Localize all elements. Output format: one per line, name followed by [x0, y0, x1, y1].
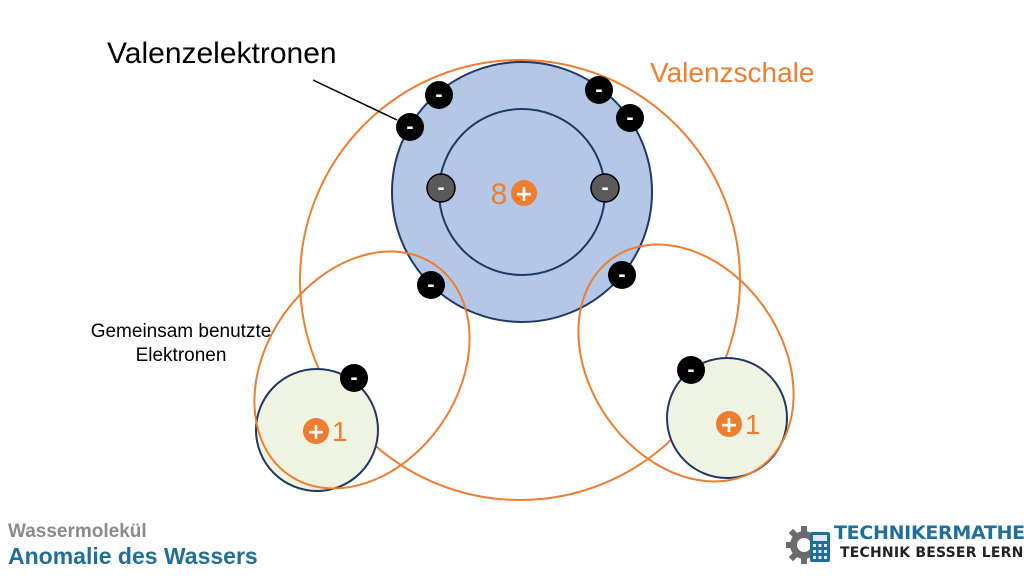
shared-electron: -: [340, 364, 368, 392]
svg-text:+: +: [720, 413, 738, 438]
page-title: Anomalie des Wassers: [8, 543, 258, 569]
valence-electrons-label: Valenzelektronen: [107, 37, 337, 70]
svg-text:-: -: [427, 275, 434, 296]
shared-electron: -: [677, 356, 705, 384]
oxygen-nucleus-number: 8: [491, 178, 508, 211]
electron: -: [425, 81, 453, 109]
valence-shell-label: Valenzschale: [650, 57, 814, 88]
hydrogen-left-number: 1: [332, 416, 348, 447]
svg-text:-: -: [595, 80, 602, 101]
hydrogen-right-number: 1: [745, 409, 761, 440]
svg-text:-: -: [626, 108, 633, 129]
shared-electrons-label-line1: Gemeinsam benutzte: [91, 321, 272, 342]
proton-plus-icon: +: [716, 411, 742, 438]
footer-title-block: Wassermolekül Anomalie des Wassers: [8, 522, 258, 570]
bond-ellipse-right: [577, 243, 795, 483]
svg-text:-: -: [601, 178, 608, 199]
svg-text:-: -: [437, 178, 444, 199]
svg-text:-: -: [687, 360, 694, 381]
proton-plus-icon: +: [511, 180, 537, 207]
brand-name: TECHNIKERMATHE.DE: [834, 522, 1024, 544]
svg-text:+: +: [515, 182, 533, 207]
bond-ellipse-left: [253, 250, 471, 490]
svg-text:-: -: [406, 117, 413, 138]
proton-plus-icon: +: [303, 418, 329, 445]
inner-electron: -: [590, 173, 620, 203]
shared-electrons-label-line2: Elektronen: [136, 345, 227, 366]
svg-text:+: +: [307, 420, 325, 445]
brand-slogan: TECHNIK BESSER LERNEN: [840, 545, 1024, 561]
svg-text:-: -: [435, 85, 442, 106]
electron: -: [608, 261, 636, 289]
gear-calculator-icon: [786, 526, 830, 564]
svg-text:-: -: [350, 368, 357, 389]
electron: -: [396, 113, 424, 141]
electron: -: [616, 104, 644, 132]
electron: -: [417, 271, 445, 299]
brand-logo[interactable]: TECHNIKERMATHE.DE TECHNIK BESSER LERNEN: [786, 520, 1024, 568]
page-subtitle: Wassermolekül: [8, 521, 147, 542]
electron: -: [585, 76, 613, 104]
valence-electron-pointer: [312, 79, 398, 121]
svg-text:-: -: [618, 265, 625, 286]
inner-electron: -: [426, 173, 456, 203]
